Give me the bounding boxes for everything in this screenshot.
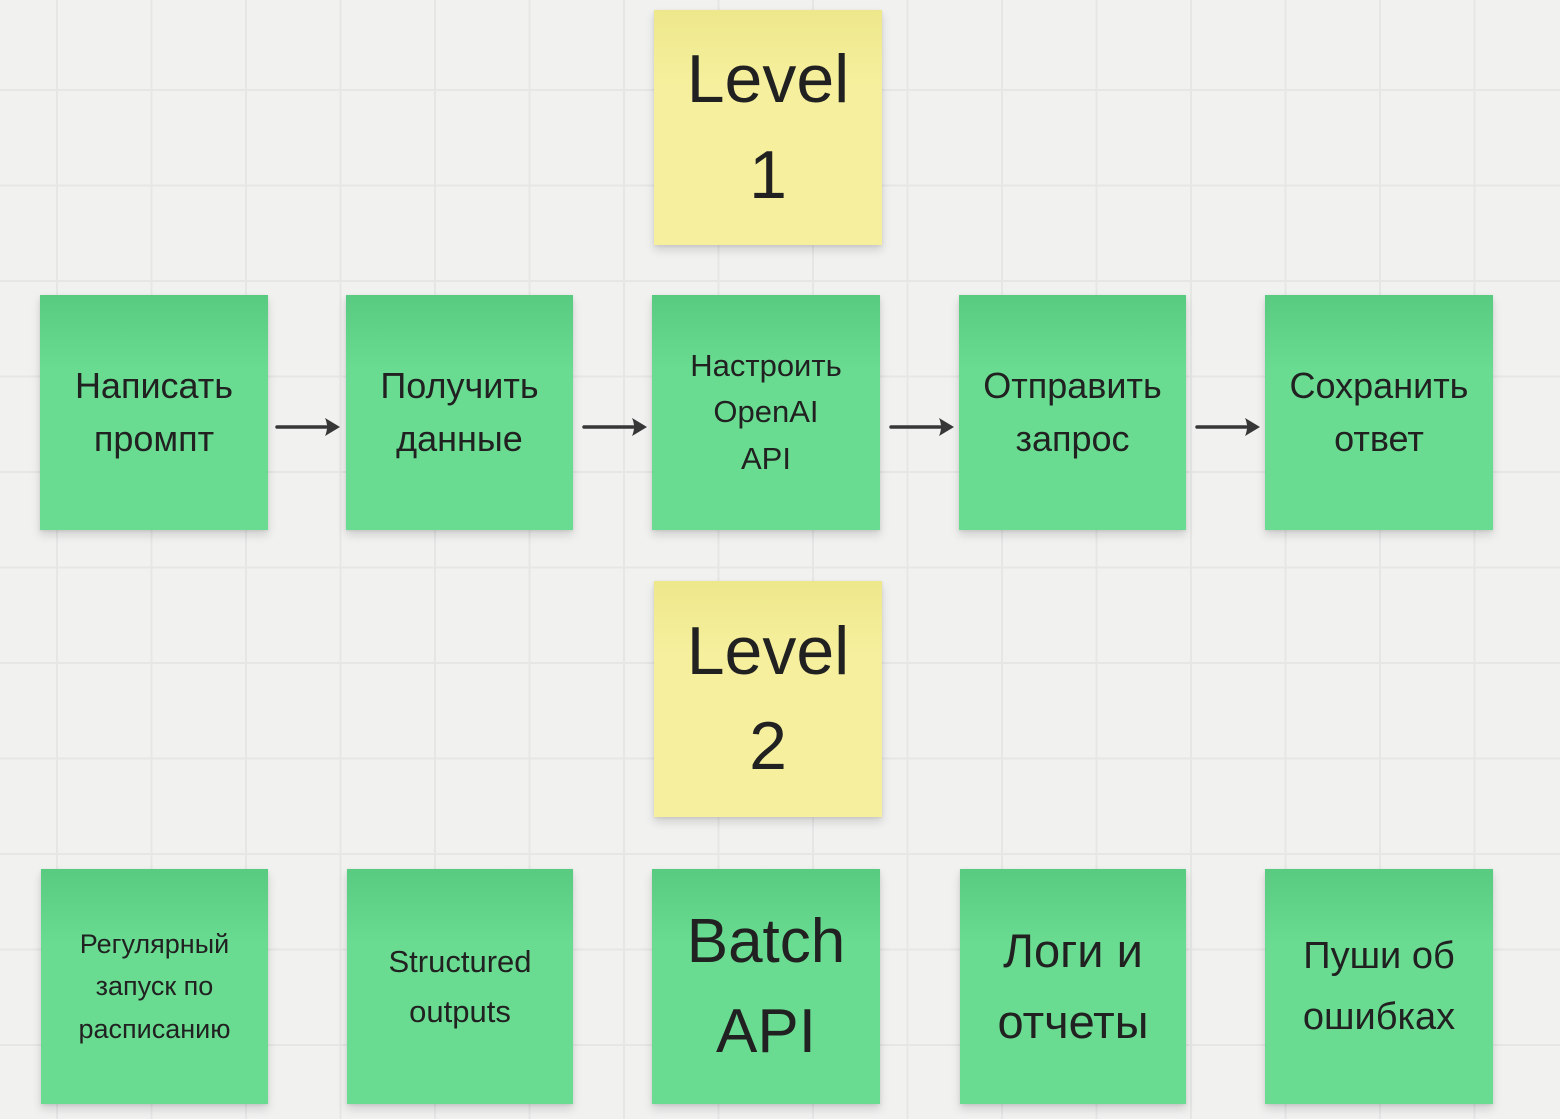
sticky-note-text: Сохранить ответ bbox=[1289, 364, 1469, 459]
sticky-note-text: Написать промпт bbox=[74, 364, 234, 459]
arrowhead bbox=[939, 418, 954, 436]
arrowhead bbox=[1245, 418, 1260, 436]
sticky-note-setup-openai-api[interactable]: Настроить OpenAI API bbox=[652, 295, 880, 530]
arrowhead bbox=[632, 418, 647, 436]
connector-arrow-4[interactable] bbox=[1194, 411, 1262, 443]
sticky-note-get-data[interactable]: Получить данные bbox=[346, 295, 573, 530]
sticky-note-text: Batch API bbox=[686, 906, 846, 1066]
connector-arrow-2[interactable] bbox=[581, 411, 649, 443]
sticky-note-structured-outputs[interactable]: Structured outputs bbox=[347, 869, 573, 1104]
sticky-note-error-push[interactable]: Пуши об ошибках bbox=[1265, 869, 1493, 1104]
sticky-note-write-prompt[interactable]: Написать промпт bbox=[40, 295, 268, 530]
connector-arrow-3[interactable] bbox=[888, 411, 956, 443]
sticky-note-text: Level 1 bbox=[686, 41, 850, 213]
arrowhead bbox=[325, 418, 340, 436]
sticky-note-send-request[interactable]: Отправить запрос bbox=[959, 295, 1186, 530]
sticky-note-save-response[interactable]: Сохранить ответ bbox=[1265, 295, 1493, 530]
sticky-note-text: Настроить OpenAI API bbox=[690, 347, 842, 476]
sticky-note-scheduled-run[interactable]: Регулярный запуск по расписанию bbox=[41, 869, 268, 1104]
sticky-note-logs-reports[interactable]: Логи и отчеты bbox=[960, 869, 1186, 1104]
sticky-note-text: Регулярный запуск по расписанию bbox=[78, 928, 231, 1044]
sticky-note-level-2[interactable]: Level 2 bbox=[654, 581, 882, 817]
sticky-note-batch-api[interactable]: Batch API bbox=[652, 869, 880, 1104]
sticky-note-text: Structured outputs bbox=[388, 943, 532, 1029]
sticky-note-level-1[interactable]: Level 1 bbox=[654, 10, 882, 245]
sticky-note-text: Level 2 bbox=[686, 612, 850, 784]
sticky-note-text: Получить данные bbox=[380, 364, 539, 459]
sticky-note-text: Отправить запрос bbox=[983, 364, 1162, 459]
sticky-note-text: Логи и отчеты bbox=[997, 924, 1149, 1048]
sticky-note-text: Пуши об ошибках bbox=[1302, 935, 1456, 1038]
connector-arrow-1[interactable] bbox=[274, 411, 342, 443]
